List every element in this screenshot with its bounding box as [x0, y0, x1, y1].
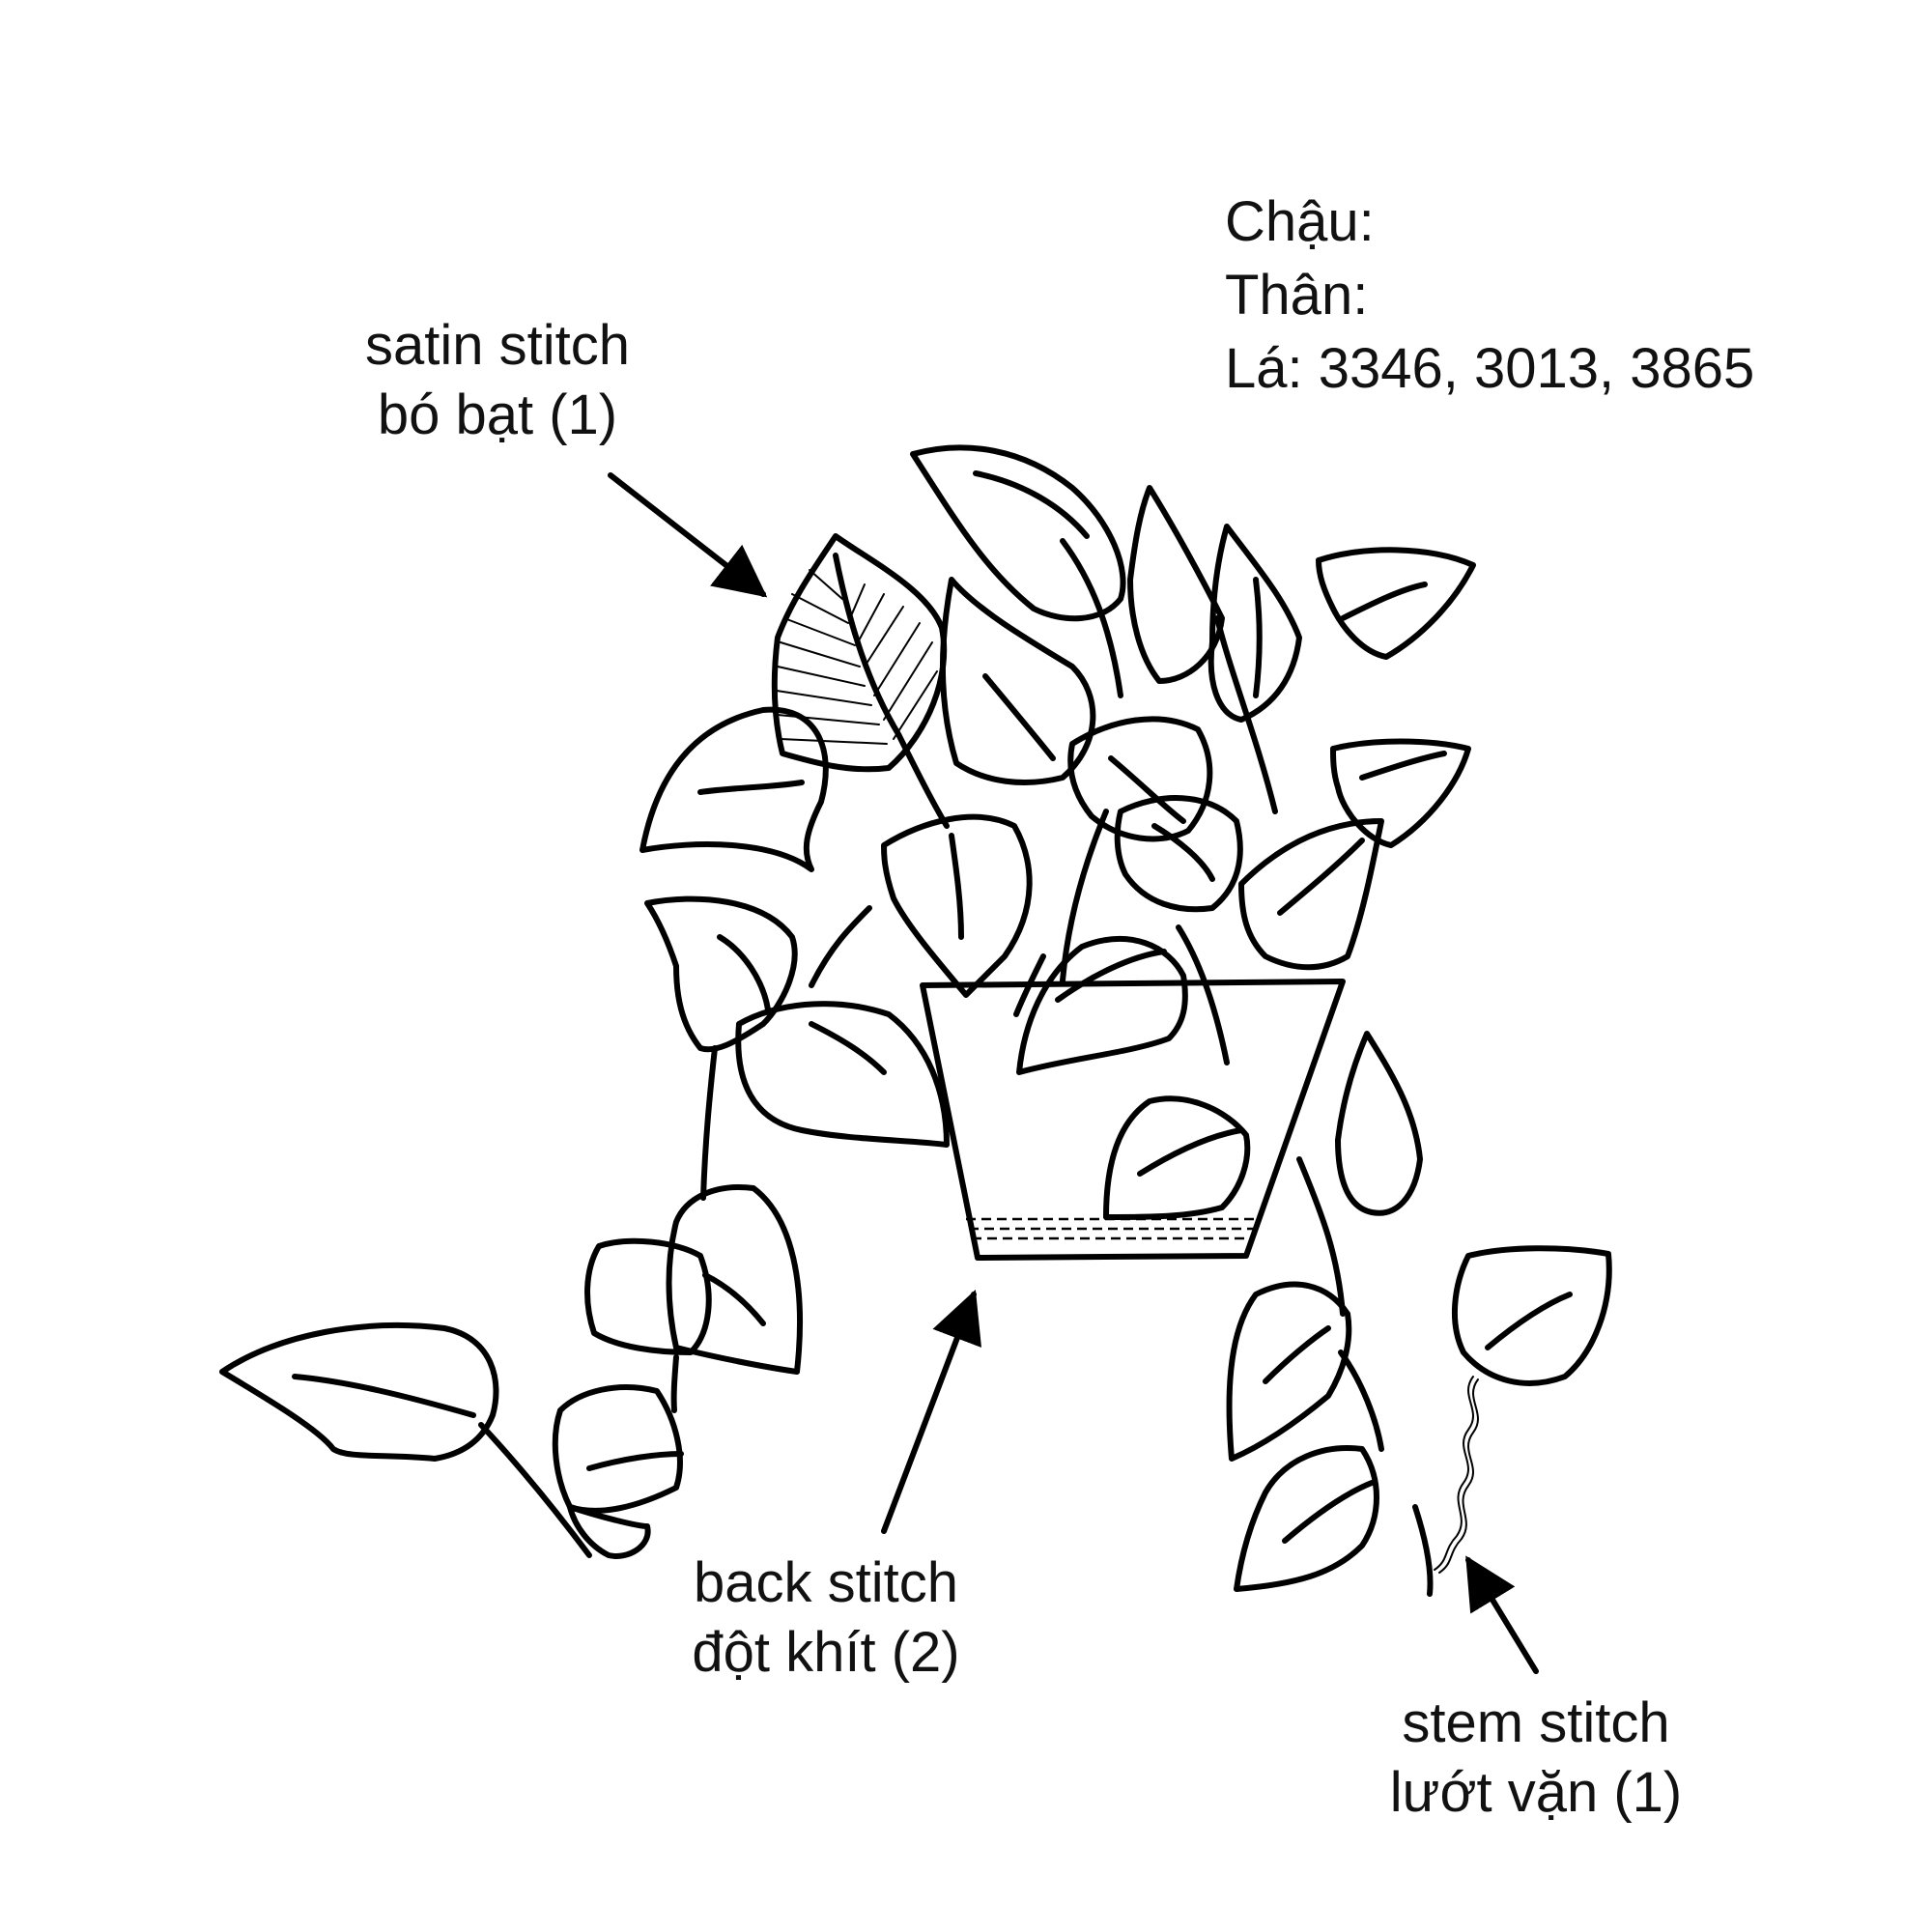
- label-stem-line1: stem stitch: [1402, 1691, 1670, 1754]
- label-stem-stitch: stem stitch lướt vặn (1): [1362, 1689, 1710, 1828]
- leaf-top-tall: [939, 577, 1096, 785]
- legend-pot: Chậu:: [1225, 190, 1375, 253]
- leaf-far-right-small: [1452, 1245, 1612, 1386]
- leaf-right-hanging-mid: [1226, 1281, 1352, 1462]
- arrow-back: [881, 1289, 981, 1534]
- leaf-left-upper: [639, 706, 829, 872]
- leaf-left-hanging-mid: [584, 1237, 712, 1355]
- leaf-top-far-right: [1316, 547, 1476, 660]
- leaf-center-mid: [1114, 795, 1243, 913]
- arrow-satin: [608, 472, 768, 598]
- leaf-top-right-large: [1208, 524, 1302, 723]
- legend-stem: Thân:: [1225, 264, 1369, 327]
- leaf-left-hanging-top: [666, 1184, 803, 1375]
- label-back-line2: đột khít (2): [692, 1621, 960, 1684]
- leaf-center-front: [1016, 936, 1188, 1075]
- leaf-left-hanging-low: [552, 1384, 683, 1514]
- leaf-center-cluster: [1067, 716, 1213, 842]
- label-back-stitch: back stitch đột khít (2): [667, 1548, 985, 1688]
- leaves: [219, 444, 1612, 1592]
- leaf-center-small: [881, 813, 1033, 998]
- leaf-satin: [771, 533, 950, 829]
- leaf-left-tip: [567, 1504, 651, 1559]
- leaf-pot-front: [1103, 1095, 1251, 1220]
- thread-legend: Chậu: Thân: Lá: 3346, 3013, 3865: [1225, 185, 1754, 406]
- vines: [478, 538, 1434, 1597]
- leaf-left-mid: [644, 895, 798, 1053]
- legend-leaf: Lá: 3346, 3013, 3865: [1225, 337, 1755, 400]
- annotation-arrows: [608, 472, 1539, 1674]
- arrow-stem: [1465, 1555, 1539, 1674]
- label-satin-line2: bó bạt (1): [377, 384, 618, 446]
- leaf-right-lower: [1238, 818, 1384, 971]
- leaf-top-center: [1127, 485, 1225, 684]
- leaf-front-left: [735, 1001, 950, 1148]
- leaf-right-hanging-top: [1335, 1031, 1423, 1216]
- stem-stitch-sample: [1434, 1376, 1479, 1574]
- leaf-right-hanging-lower: [1234, 1445, 1379, 1592]
- label-stem-line2: lướt vặn (1): [1389, 1761, 1683, 1824]
- label-satin-stitch: satin stitch bó bạt (1): [338, 311, 657, 450]
- leaf-far-left: [219, 1322, 499, 1462]
- leaf-right-mid: [1330, 738, 1471, 848]
- leaf-top-hook: [910, 444, 1126, 622]
- label-satin-line1: satin stitch: [365, 314, 630, 377]
- label-back-line1: back stitch: [694, 1551, 958, 1614]
